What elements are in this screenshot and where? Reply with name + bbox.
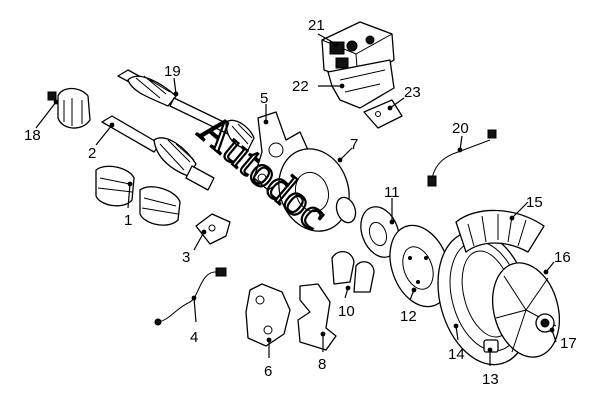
callout-2: 2	[88, 145, 96, 162]
callout-3: 3	[182, 249, 190, 266]
callout-6: 6	[264, 363, 272, 380]
callout-15: 15	[526, 194, 543, 211]
part-abs-sensor-cable	[154, 267, 227, 326]
callout-5: 5	[260, 90, 268, 107]
callout-11: 11	[384, 184, 400, 201]
part-drive-shaft-upper	[117, 69, 255, 151]
part-mount-plate	[363, 99, 403, 129]
part-brake-hose	[427, 129, 497, 187]
part-caliper-carrier	[245, 283, 291, 347]
part-brake-caliper	[297, 283, 337, 351]
callout-20: 20	[452, 120, 469, 137]
part-wheel-hub	[335, 196, 400, 258]
callout-14: 14	[448, 346, 465, 363]
callout-16: 16	[554, 249, 571, 266]
callout-1: 1	[124, 212, 132, 229]
part-drive-shaft-lower	[101, 115, 215, 191]
part-cv-boot-kit	[95, 165, 181, 226]
part-dust-shield	[278, 148, 350, 232]
callout-labels: 1 2 3 4 5 6 7 8 10 11 12 13 14 15 16 17 …	[24, 17, 577, 388]
callout-8: 8	[318, 356, 326, 373]
callout-19: 19	[164, 63, 181, 80]
callout-23: 23	[404, 84, 421, 101]
part-wheel-rim	[492, 262, 560, 358]
callout-13: 13	[482, 371, 499, 388]
callout-10: 10	[338, 303, 355, 320]
leader-lines	[35, 33, 557, 366]
callout-21: 21	[308, 17, 325, 34]
part-small-bracket	[195, 213, 231, 245]
part-cv-joint	[47, 87, 91, 129]
callout-4: 4	[190, 329, 198, 346]
callout-7: 7	[350, 136, 358, 153]
callout-22: 22	[292, 78, 309, 95]
callout-17: 17	[560, 335, 577, 352]
part-tire-segment	[455, 209, 545, 253]
part-brake-pads	[331, 251, 375, 293]
callout-12: 12	[400, 308, 417, 325]
callout-18: 18	[24, 127, 41, 144]
